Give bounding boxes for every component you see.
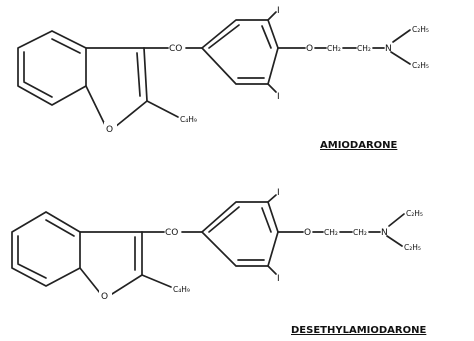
amiodarone-nitrogen: N — [385, 44, 392, 54]
desethylamiodarone-carbonyl-label: CO — [165, 228, 178, 238]
amiodarone-benzene-ring — [17, 30, 87, 106]
amiodarone-furan-bond-c2-o — [114, 100, 148, 128]
desethylamiodarone-structure: O C₄H₉ CO I I O CH₂ CH₂ N C₂H — [11, 188, 426, 336]
amiodarone-iodine-top: I — [277, 6, 280, 16]
desethylamiodarone-butyl-label: C₄H₉ — [173, 285, 190, 294]
amiodarone-butyl-label: C₄H₉ — [180, 115, 197, 124]
desethylamiodarone-ethyl-top: C₂H₅ — [406, 209, 423, 218]
desethylamiodarone-furan-bond-o-c7a — [79, 267, 101, 294]
desethylamiodarone-ring-oxygen: O — [101, 292, 108, 302]
desethylamiodarone-diiodophenyl: I I — [201, 188, 280, 284]
desethylamiodarone-iodine-bottom: I — [277, 274, 280, 284]
desethylamiodarone-benzene-ring — [11, 211, 81, 287]
amiodarone-ethyl-top: C₂H₅ — [412, 25, 429, 34]
desethylamiodarone-ethyl-bottom-bond — [386, 235, 403, 247]
desethylamiodarone-caption: DESETHYLAMIODARONE — [291, 325, 426, 336]
amiodarone-ring-oxygen: O — [106, 125, 113, 135]
amiodarone-iodine-bottom: I — [277, 92, 280, 102]
desethylamiodarone-ch2-b: CH₂ — [353, 228, 367, 237]
desethylamiodarone-ethyl-bottom: C₂H₅ — [404, 243, 421, 252]
amiodarone-carbonyl-label: CO — [169, 44, 182, 54]
amiodarone-furan-bond-c3-c2 — [143, 47, 148, 102]
amiodarone-ch2-a: CH₂ — [327, 44, 341, 53]
amiodarone-iodine-top-bond — [267, 11, 277, 21]
desethylamiodarone-ch2-a: CH₂ — [324, 228, 338, 237]
amiodarone-ethyl-top-bond — [392, 29, 411, 43]
amiodarone-furan-bond-o-c7a — [85, 85, 107, 128]
amiodarone-benzofuran: O C₄H₉ — [17, 30, 197, 135]
amiodarone-caption: AMIODARONE — [320, 140, 398, 151]
desethylamiodarone-benzofuran: O C₄H₉ — [11, 211, 190, 302]
desethylamiodarone-furan-bond-c2-o — [111, 274, 143, 295]
desethylamiodarone-nitrogen: N — [381, 228, 388, 238]
amiodarone-structure: O C₄H₉ CO I I O CH₂ CH₂ N C₂H — [17, 6, 429, 151]
amiodarone-diiodophenyl: I I — [201, 6, 280, 102]
amiodarone-ch2-b: CH₂ — [357, 44, 371, 53]
amiodarone-phenyl-double-2 — [261, 25, 272, 49]
amiodarone-ethyl-bottom-bond — [390, 51, 411, 65]
desethylamiodarone-benzene-double-2 — [17, 263, 47, 279]
amiodarone-butyl-bond — [146, 100, 179, 118]
amiodarone-phenyl-double-1 — [208, 24, 240, 49]
desethylamiodarone-butyl-bond — [141, 274, 172, 288]
desethylamiodarone-side-chain: O CH₂ CH₂ N C₂H₅ C₂H₅ — [277, 209, 423, 252]
amiodarone-ethyl-bottom: C₂H₅ — [412, 61, 429, 70]
amiodarone-iodine-bottom-bond — [267, 83, 277, 93]
amiodarone-benzene-double-1 — [51, 38, 81, 54]
amiodarone-furan-double — [136, 52, 141, 97]
desethylamiodarone-benzene-double-1 — [45, 219, 75, 237]
desethylamiodarone-iodine-top: I — [277, 188, 280, 198]
amiodarone-benzene-double-2 — [23, 81, 53, 98]
desethylamiodarone-phenyl-double-2 — [261, 207, 272, 233]
desethylamiodarone-ethyl-top-bond — [388, 213, 405, 227]
desethylamiodarone-phenyl-double-1 — [208, 206, 240, 233]
amiodarone-ether-oxygen: O — [306, 44, 313, 54]
desethylamiodarone-ether-oxygen: O — [304, 228, 311, 238]
desethylamiodarone-iodine-bottom-bond — [267, 265, 277, 275]
desethylamiodarone-phenyl-ring — [201, 201, 279, 267]
desethylamiodarone-iodine-top-bond — [267, 194, 277, 203]
amiodarone-side-chain: O CH₂ CH₂ N C₂H₅ C₂H₅ — [277, 25, 429, 70]
amiodarone-phenyl-ring — [201, 19, 279, 85]
